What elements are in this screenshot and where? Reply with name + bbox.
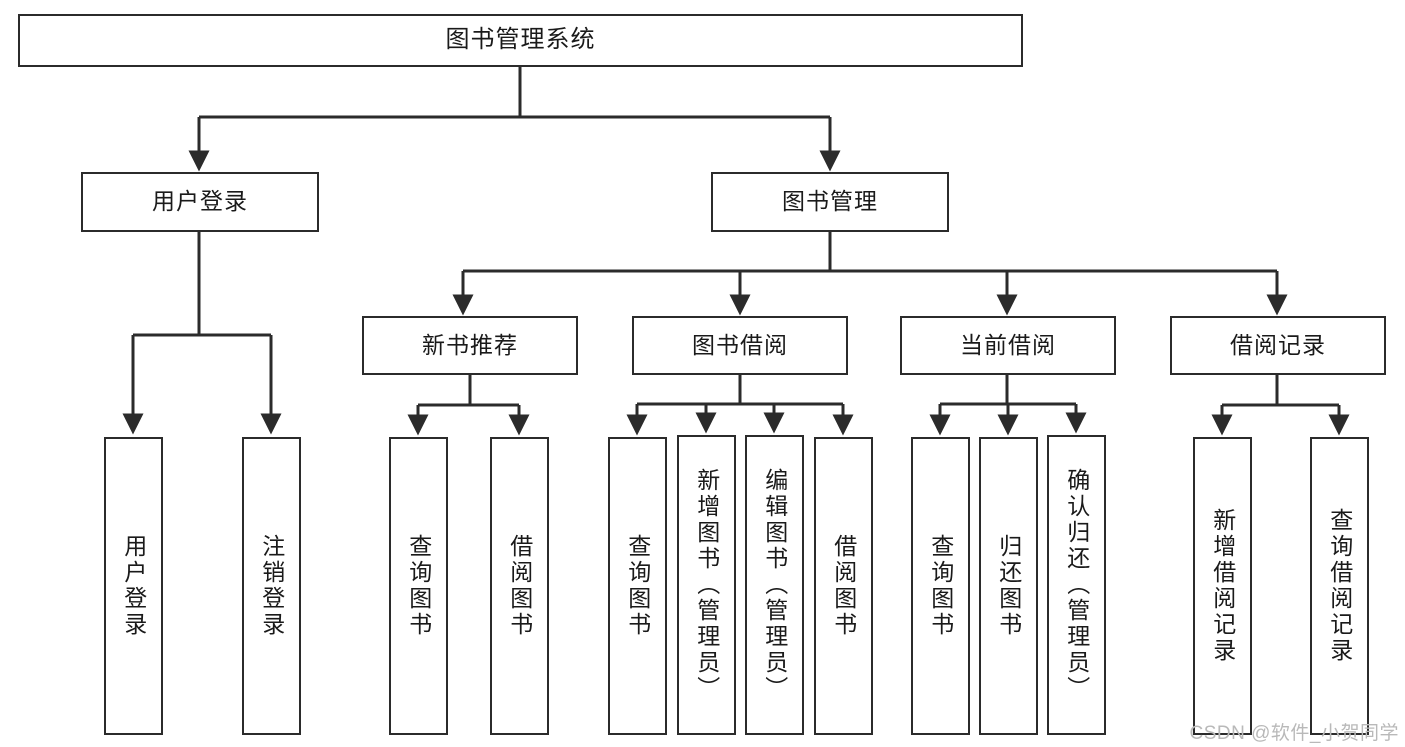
leaf-book-borrow-borrow-book[interactable]: 借阅图书	[814, 437, 873, 735]
node-label: 用户登录	[152, 188, 248, 215]
leaf-book-borrow-add-book-admin[interactable]: 新增图书（管理员）	[677, 435, 736, 735]
node-label: 借阅记录	[1230, 331, 1326, 358]
node-label: 编辑图书（管理员）	[761, 468, 788, 702]
leaf-new-book-query-book[interactable]: 查询图书	[389, 437, 448, 735]
node-label: 查询图书	[927, 534, 954, 638]
node-user-login[interactable]: 用户登录	[81, 172, 319, 232]
node-label: 查询图书	[405, 534, 432, 638]
node-current-borrow[interactable]: 当前借阅	[900, 316, 1116, 375]
node-label: 借阅图书	[830, 534, 857, 638]
node-book-management[interactable]: 图书管理	[711, 172, 949, 232]
node-label: 图书管理	[782, 188, 878, 215]
leaf-borrow-record-add-record[interactable]: 新增借阅记录	[1193, 437, 1252, 735]
node-label: 查询借阅记录	[1326, 508, 1353, 664]
leaf-borrow-record-query-record[interactable]: 查询借阅记录	[1310, 437, 1369, 735]
node-label: 新增借阅记录	[1209, 508, 1236, 664]
node-borrow-record[interactable]: 借阅记录	[1170, 316, 1386, 375]
leaf-new-book-borrow-book[interactable]: 借阅图书	[490, 437, 549, 735]
leaf-book-borrow-query-book[interactable]: 查询图书	[608, 437, 667, 735]
leaf-book-borrow-edit-book-admin[interactable]: 编辑图书（管理员）	[745, 435, 804, 735]
csdn-watermark: CSDN @软件_小贺同学	[1189, 723, 1399, 744]
leaf-current-borrow-query-book[interactable]: 查询图书	[911, 437, 970, 735]
leaf-current-borrow-confirm-return-admin[interactable]: 确认归还（管理员）	[1047, 435, 1106, 735]
node-book-borrow[interactable]: 图书借阅	[632, 316, 848, 375]
node-label: 图书借阅	[692, 331, 788, 358]
node-label: 确认归还（管理员）	[1063, 468, 1090, 702]
leaf-current-borrow-return-book[interactable]: 归还图书	[979, 437, 1038, 735]
node-label: 新书推荐	[422, 331, 518, 358]
leaf-user-login-login[interactable]: 用户登录	[104, 437, 163, 735]
node-root-book-management-system[interactable]: 图书管理系统	[18, 14, 1023, 67]
leaf-user-login-logout[interactable]: 注销登录	[242, 437, 301, 735]
node-new-book-recommend[interactable]: 新书推荐	[362, 316, 578, 375]
node-label: 图书管理系统	[445, 26, 596, 54]
node-label: 注销登录	[258, 534, 285, 638]
node-label: 归还图书	[995, 534, 1022, 638]
node-label: 新增图书（管理员）	[693, 468, 720, 702]
node-label: 查询图书	[624, 534, 651, 638]
node-label: 借阅图书	[506, 534, 533, 638]
node-label: 用户登录	[120, 534, 147, 638]
node-label: 当前借阅	[960, 331, 1056, 358]
